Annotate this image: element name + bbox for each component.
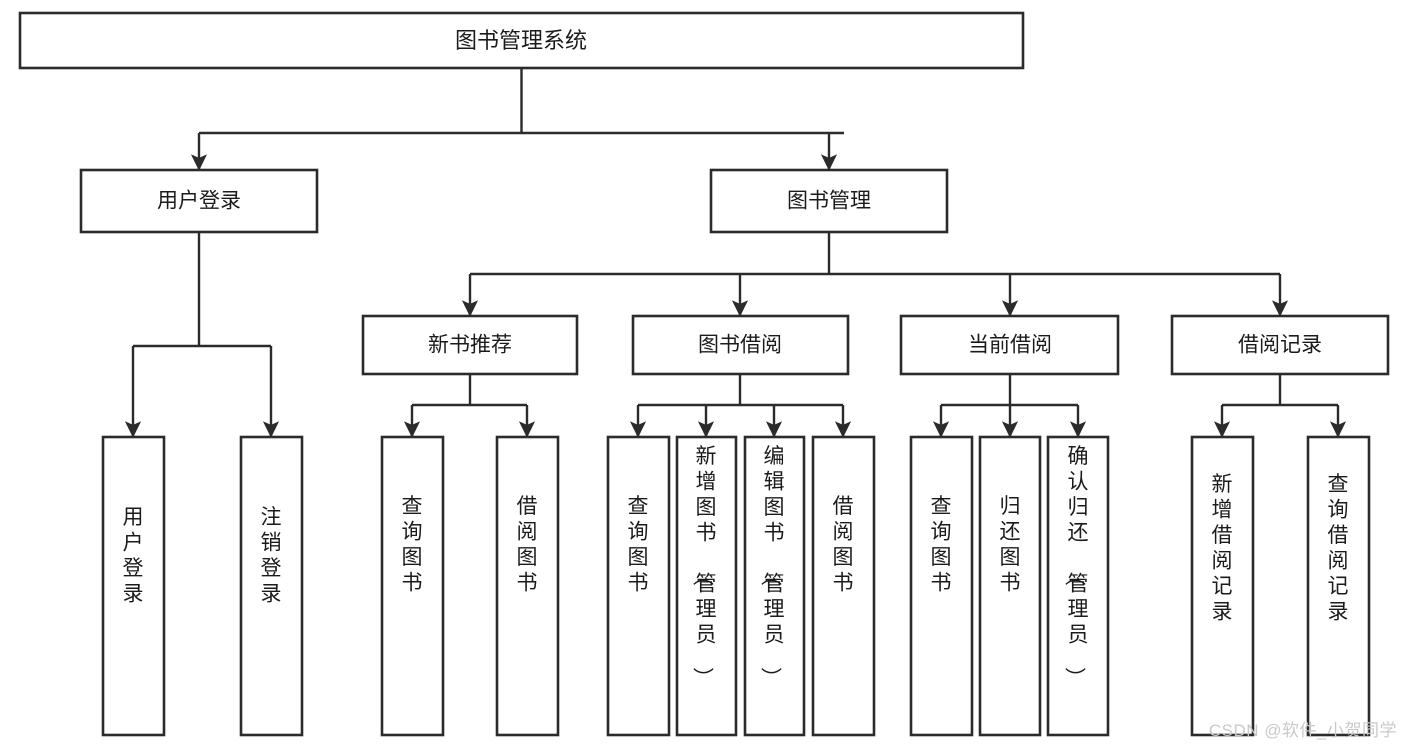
edge-group-root-to-level2 — [190, 68, 844, 171]
node-book-manage-label: 图书管理 — [787, 190, 871, 213]
leaf-node[interactable]: 借阅图书 — [495, 435, 560, 737]
leaf-node[interactable]: 确认归还（管理员） — [1046, 435, 1110, 737]
leaf-label: 确认归还（管理员） — [1063, 445, 1089, 688]
leaf-label: 借阅图书 — [517, 495, 538, 595]
leaf-box[interactable] — [101, 435, 166, 737]
leaf-label: 查询借阅记录 — [1328, 473, 1349, 624]
node-new-book-recommend-label: 新书推荐 — [428, 334, 512, 357]
node-user-login-box[interactable] — [79, 168, 319, 234]
leaf-node[interactable]: 查询图书 — [909, 435, 974, 737]
edge-group-borrowrecord-to-leaves — [1213, 374, 1347, 438]
leaf-node[interactable]: 查询图书 — [606, 435, 671, 737]
leaf-label: 查询图书 — [931, 495, 952, 595]
leaf-label: 借阅图书 — [833, 495, 854, 595]
node-book-borrow[interactable]: 图书借阅 — [631, 314, 850, 376]
edge-group-bookmanage-to-level3 — [461, 232, 1289, 317]
node-current-borrow-box[interactable] — [899, 314, 1120, 376]
leaf-label: 新增借阅记录 — [1212, 473, 1233, 624]
leaf-label: 查询图书 — [402, 495, 423, 595]
node-borrow-record-label: 借阅记录 — [1238, 334, 1322, 357]
leaf-box[interactable] — [675, 435, 738, 737]
node-book-manage[interactable]: 图书管理 — [709, 168, 949, 234]
node-root-label: 图书管理系统 — [455, 28, 587, 53]
leaf-node[interactable]: 新增图书（管理员） — [675, 435, 738, 737]
edge-group-userlogin-to-leaves — [124, 232, 280, 438]
node-new-book-recommend[interactable]: 新书推荐 — [361, 314, 579, 376]
leaf-label: 查询图书 — [628, 495, 649, 595]
node-book-manage-box[interactable] — [709, 168, 949, 234]
leaf-label: 新增图书（管理员） — [691, 445, 717, 688]
csdn-watermark: CSDN @软件_小贺同学 — [1208, 721, 1397, 740]
leaf-label: 归还图书 — [1000, 495, 1021, 595]
leaf-label: 注销登录 — [261, 506, 282, 606]
edge-group-bookborrow-to-leaves — [629, 374, 852, 438]
leaf-box[interactable] — [811, 435, 876, 737]
leaf-box[interactable] — [380, 435, 445, 737]
node-new-book-recommend-box[interactable] — [361, 314, 579, 376]
node-borrow-record-box[interactable] — [1170, 314, 1390, 376]
edge-group-currentborrow-to-leaves — [932, 374, 1087, 438]
leaf-box[interactable] — [1190, 435, 1255, 737]
leaf-node[interactable]: 用户登录 — [101, 435, 166, 737]
node-book-borrow-label: 图书借阅 — [698, 334, 782, 357]
edge-group-newbook-to-leaves — [403, 374, 536, 438]
leaf-node[interactable]: 归还图书 — [978, 435, 1042, 737]
leaf-node[interactable]: 编辑图书（管理员） — [743, 435, 806, 737]
node-root-box[interactable] — [18, 11, 1025, 70]
leaf-box[interactable] — [239, 435, 304, 737]
leaf-box[interactable] — [495, 435, 560, 737]
leaf-node[interactable]: 查询图书 — [380, 435, 445, 737]
leaf-box[interactable] — [909, 435, 974, 737]
node-book-borrow-box[interactable] — [631, 314, 850, 376]
node-user-login-label: 用户登录 — [157, 190, 241, 213]
leaf-box[interactable] — [1306, 435, 1371, 737]
leaf-node[interactable]: 借阅图书 — [811, 435, 876, 737]
leaf-label: 编辑图书（管理员） — [759, 445, 785, 688]
leaf-node[interactable]: 查询借阅记录 — [1306, 435, 1371, 737]
leaf-box[interactable] — [606, 435, 671, 737]
node-current-borrow-label: 当前借阅 — [968, 334, 1052, 357]
leaf-box[interactable] — [1046, 435, 1110, 737]
node-root[interactable]: 图书管理系统 — [18, 11, 1025, 70]
leaf-box[interactable] — [978, 435, 1042, 737]
node-borrow-record[interactable]: 借阅记录 — [1170, 314, 1390, 376]
leaf-node[interactable]: 注销登录 — [239, 435, 304, 737]
leaf-label: 用户登录 — [123, 506, 144, 606]
leaf-box[interactable] — [743, 435, 806, 737]
leaf-node[interactable]: 新增借阅记录 — [1190, 435, 1255, 737]
node-current-borrow[interactable]: 当前借阅 — [899, 314, 1120, 376]
node-user-login[interactable]: 用户登录 — [79, 168, 319, 234]
